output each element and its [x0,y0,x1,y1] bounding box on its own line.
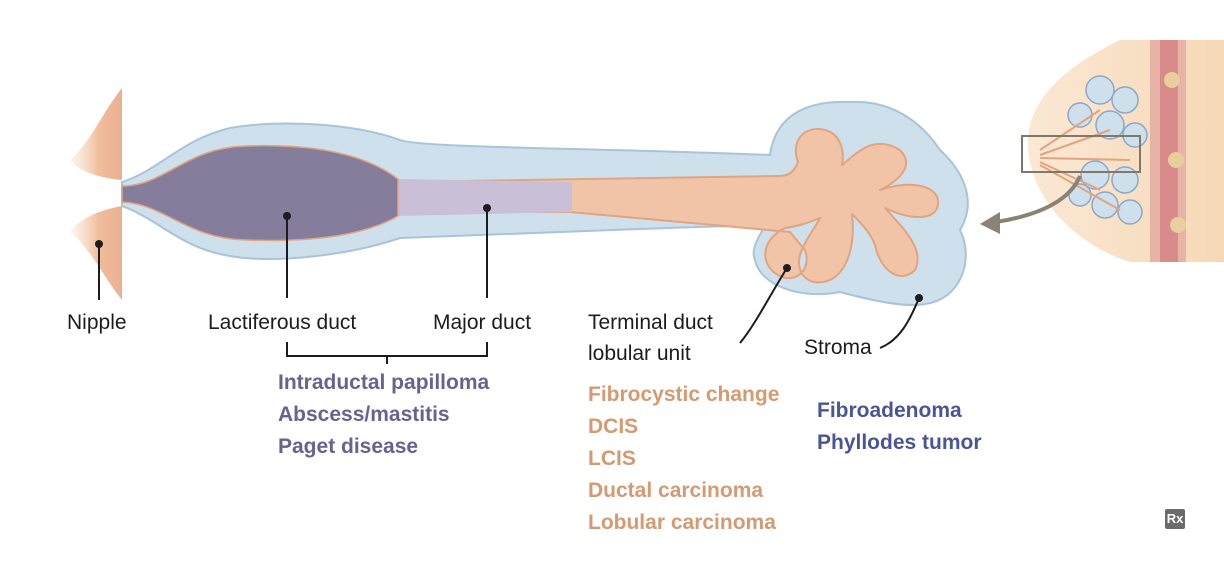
condition-item: Paget disease [278,435,419,458]
lactiferous-duct-label: Lactiferous duct [208,311,357,334]
condition-item: Ductal carcinoma [588,479,764,502]
terminal-duct-lobular-unit [399,128,940,284]
condition-item: Fibroadenoma [817,399,962,422]
condition-item: Intraductal papilloma [278,371,490,394]
tdlu-label-line2: lobular unit [588,342,691,365]
condition-item: DCIS [588,415,639,438]
tdlu-conditions-list: Fibrocystic change DCIS LCIS Ductal carc… [588,379,779,539]
condition-item: Lobular carcinoma [588,511,776,534]
breast-inset [1021,40,1224,262]
zoom-arrow [980,175,1082,234]
duct-conditions-list: Intraductal papilloma Abscess/mastitis P… [278,367,489,463]
condition-item: LCIS [588,447,636,470]
tdlu-label-line1: Terminal duct [588,311,713,334]
nipple-shape [70,88,122,300]
condition-item: Fibrocystic change [588,383,780,406]
condition-item: Abscess/mastitis [278,403,450,426]
major-duct-label: Major duct [433,311,532,334]
rx-badge-icon: Rx [1165,509,1185,529]
lactiferous-duct [121,144,399,242]
major-duct [398,179,572,216]
condition-item: Phyllodes tumor [817,431,982,454]
stroma-label: Stroma [804,336,872,359]
nipple-label: Nipple [67,311,127,334]
leader-lines [98,208,920,364]
stroma-conditions-list: Fibroadenoma Phyllodes tumor [817,395,982,459]
leader-dots [95,204,923,302]
